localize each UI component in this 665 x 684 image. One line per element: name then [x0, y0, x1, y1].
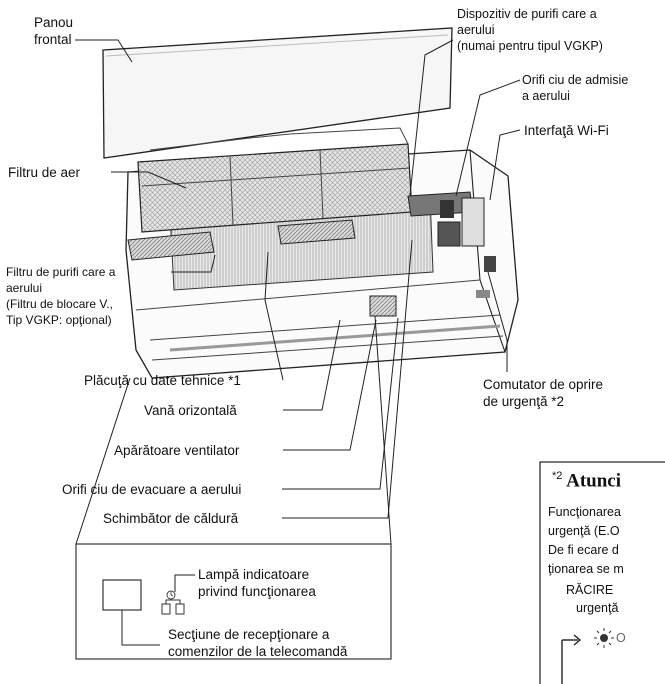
signal-receiver	[369, 295, 397, 317]
note-mode-2: urgenţă	[576, 601, 619, 615]
purification-filter-strips	[127, 219, 356, 261]
label-air-outlet: Orifi ciu de evacuare a aerului	[62, 482, 242, 497]
label-horizontal-louver: Vană orizontală	[144, 403, 237, 418]
front-panel	[102, 27, 453, 159]
indicator-inset	[75, 315, 392, 660]
label-rating-plate: Plăcuţă cu date tehnice *1	[84, 373, 241, 388]
lamp-blink-icon	[594, 628, 614, 648]
note-line-3: De fi ecare d	[548, 543, 619, 557]
label-fan-guard: Apărătoare ventilator	[114, 443, 240, 458]
indicator-lamp-icon	[161, 590, 185, 615]
label-heat-exchanger: Schimbător de căldură	[103, 511, 239, 526]
note-mode-1: RĂCIRE	[566, 583, 614, 597]
note-title: *2 Atunci	[552, 470, 622, 492]
air-filter	[137, 127, 413, 233]
note-line-1: Funcţionarea	[548, 505, 621, 519]
note-line-2: urgenţă (E.O	[548, 524, 620, 538]
purifier-device	[407, 191, 485, 247]
receiver-window	[102, 579, 142, 611]
note-box	[539, 461, 665, 684]
note-lamp-text: O	[616, 631, 626, 645]
emergency-switch-area	[476, 256, 496, 298]
label-wifi-interface: Interfaţă Wi-Fi	[524, 123, 609, 138]
label-air-filter: Filtru de aer	[8, 165, 81, 180]
note-line-4: ţionarea se m	[548, 562, 624, 576]
leader-lines	[75, 39, 521, 519]
